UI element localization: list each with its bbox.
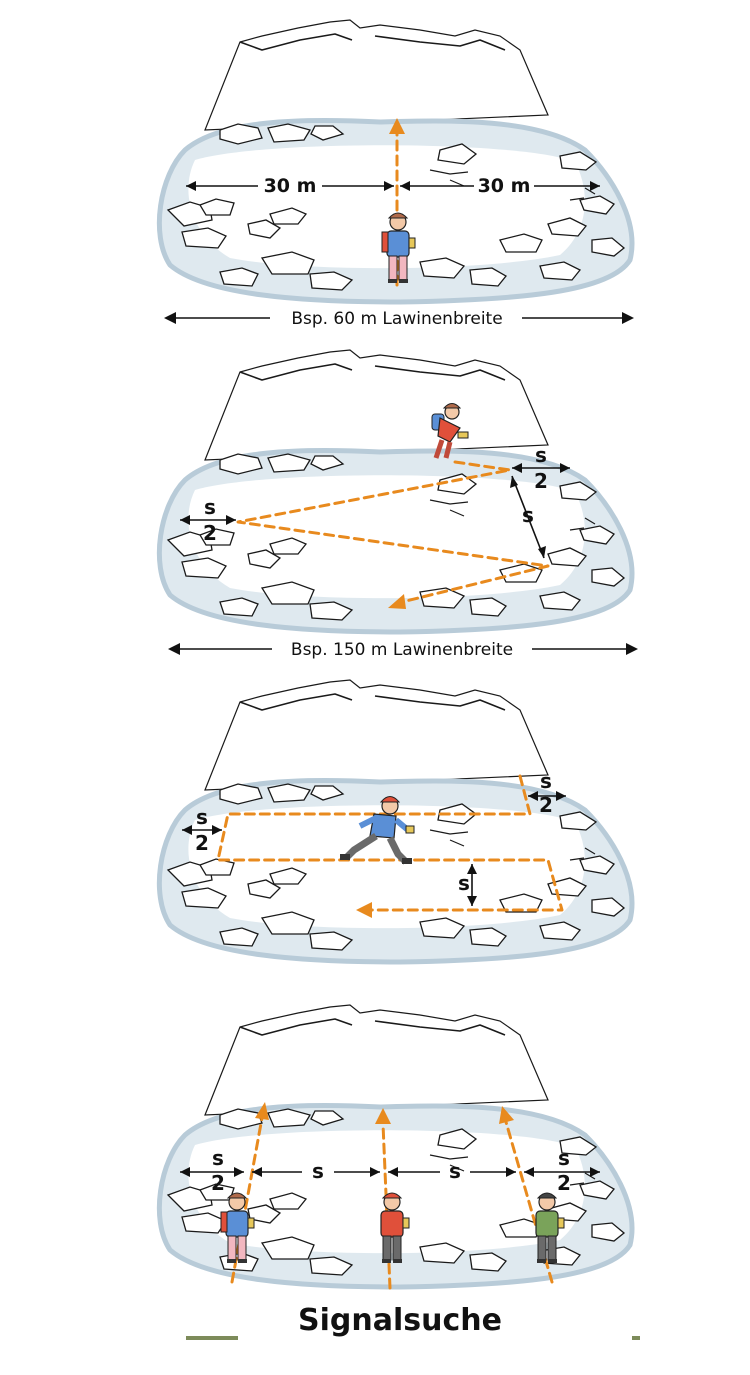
diagram-title: Signalsuche bbox=[298, 1303, 502, 1338]
search-path-zigzag bbox=[236, 460, 550, 604]
searcher-3 bbox=[340, 796, 415, 865]
left-half-num: s bbox=[196, 805, 208, 829]
left-distance-label: 30 m bbox=[264, 175, 317, 197]
measure-left-half: s 2 bbox=[182, 805, 222, 855]
measure-right-half: s 2 bbox=[524, 1146, 600, 1195]
left-half-den: 2 bbox=[203, 521, 217, 545]
arrow-head-serpentine bbox=[356, 902, 372, 918]
bottom-mark-right bbox=[632, 1336, 640, 1340]
arrow-head-up bbox=[389, 118, 405, 134]
search-path-right bbox=[504, 1120, 554, 1284]
measure-left-half: s 2 bbox=[180, 1146, 244, 1195]
right-half-num: s bbox=[558, 1146, 570, 1170]
panel-1: 30 m 30 m Bsp. 60 m Lawinenbreite bbox=[159, 20, 634, 329]
spacing-label: s bbox=[522, 503, 534, 527]
width-caption-label: Bsp. 150 m Lawinenbreite bbox=[291, 640, 513, 660]
measure-right-half: s 2 bbox=[512, 443, 570, 493]
left-half-den: 2 bbox=[211, 1171, 225, 1195]
spacing-left-label: s bbox=[312, 1159, 324, 1183]
measure-spacing-left: s bbox=[252, 1159, 380, 1183]
right-half-den: 2 bbox=[557, 1171, 571, 1195]
left-half-num: s bbox=[212, 1146, 224, 1170]
right-half-den: 2 bbox=[539, 793, 553, 817]
search-path-serpentine bbox=[216, 774, 564, 912]
left-half-den: 2 bbox=[195, 831, 209, 855]
right-half-num: s bbox=[535, 443, 547, 467]
measure-spacing-right: s bbox=[388, 1159, 516, 1183]
measure-right-half: s 2 bbox=[528, 769, 566, 817]
width-caption-2: Bsp. 150 m Lawinenbreite bbox=[168, 640, 638, 660]
measure-left-30m: 30 m bbox=[186, 175, 394, 197]
arrow-head-right bbox=[499, 1106, 514, 1124]
searcher-1 bbox=[381, 212, 416, 284]
measure-spacing: s bbox=[510, 475, 546, 559]
measure-right-30m: 30 m bbox=[400, 175, 600, 197]
spacing-right-label: s bbox=[449, 1159, 461, 1183]
searcher-4-left bbox=[220, 1192, 255, 1264]
panel-2: s 2 s 2 s bbox=[159, 350, 638, 660]
right-half-num: s bbox=[540, 769, 552, 793]
left-half-num: s bbox=[204, 495, 216, 519]
arrow-head-zigzag bbox=[388, 594, 406, 609]
measure-left-half: s 2 bbox=[180, 495, 236, 545]
width-caption-label: Bsp. 60 m Lawinenbreite bbox=[291, 309, 502, 329]
right-distance-label: 30 m bbox=[478, 175, 531, 197]
right-half-den: 2 bbox=[534, 469, 548, 493]
arrow-head-center bbox=[375, 1108, 391, 1124]
searcher-2 bbox=[431, 403, 469, 459]
bottom-mark-left bbox=[186, 1336, 238, 1340]
panel-3: s 2 s 2 s bbox=[159, 680, 632, 962]
width-caption-1: Bsp. 60 m Lawinenbreite bbox=[164, 309, 634, 329]
arrow-head-left bbox=[255, 1102, 269, 1120]
search-path-left bbox=[230, 1116, 264, 1284]
panel-4: s 2 s s s 2 bbox=[159, 1005, 640, 1340]
spacing-label: s bbox=[458, 871, 470, 895]
measure-spacing: s bbox=[458, 864, 477, 906]
